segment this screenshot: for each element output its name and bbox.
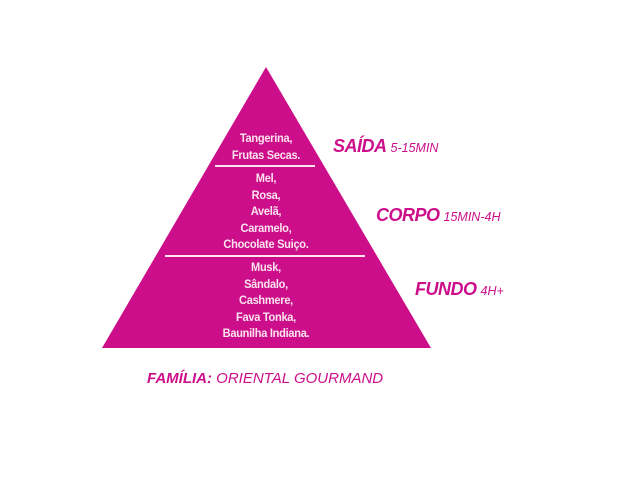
family-value: ORIENTAL GOURMAND (216, 370, 384, 387)
layer-name: SAÍDA (333, 136, 387, 156)
note: Baunilha Indiana. (222, 326, 310, 341)
fragrance-family: FAMÍLIA: ORIENTAL GOURMAND (147, 370, 383, 387)
layer-duration: 5-15MIN (390, 141, 439, 155)
note: Mel, (255, 171, 277, 185)
note: Caramelo, (240, 220, 292, 235)
note: Sândalo, (244, 276, 288, 291)
layer-name: CORPO (376, 205, 440, 225)
layer-duration: 15MIN-4H (443, 210, 501, 224)
note: Tangerina, (239, 131, 293, 145)
base-notes-list: Musk, Sândalo, Cashmere, Fava Tonka, Bau… (174, 259, 358, 342)
layer-name: FUNDO (415, 279, 477, 299)
note: Avelã, (250, 204, 282, 219)
pyramid-triangle (102, 67, 431, 348)
heart-notes-list: Mel, Rosa, Avelã, Caramelo, Chocolate Su… (174, 170, 358, 253)
note: Rosa, (251, 187, 281, 202)
note: Chocolate Suiço. (223, 237, 309, 252)
note: Fava Tonka, (236, 309, 296, 324)
layer-duration: 4H+ (480, 284, 504, 298)
note: Musk, (251, 260, 281, 274)
note: Cashmere, (239, 293, 293, 308)
note: Frutas Secas. (231, 147, 301, 162)
top-notes-list: Tangerina, Frutas Secas. (174, 130, 358, 163)
family-label: FAMÍLIA: (147, 370, 212, 387)
